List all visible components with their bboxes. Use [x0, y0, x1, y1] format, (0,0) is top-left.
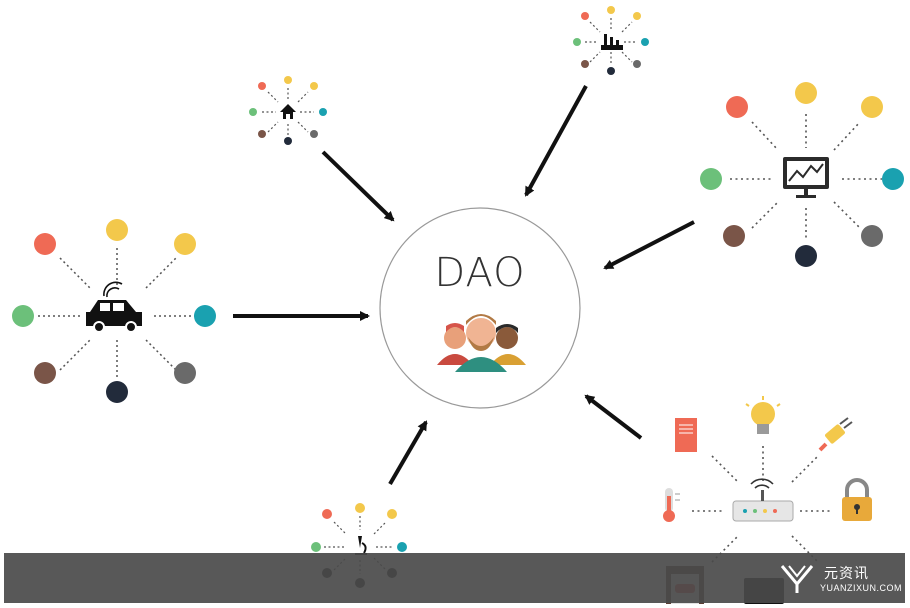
home-icon: [280, 104, 296, 119]
chart-monitor-icon: [783, 157, 829, 198]
factory-icon: [601, 34, 623, 50]
people-group-icon: [437, 314, 526, 372]
dao-label: DAO: [434, 250, 526, 296]
factory-cluster: [573, 6, 649, 75]
arrow-home-to-dao: [321, 150, 395, 222]
watermark-en-text: YUANZIXUN.COM: [820, 583, 903, 593]
arrow-monitor-to-dao: [603, 220, 695, 270]
connected-car-icon: [86, 281, 142, 333]
arrow-factory-to-dao: [524, 85, 588, 197]
watermark-cn-text: 元资讯: [824, 566, 869, 582]
arrow-lab-to-dao: [388, 420, 428, 486]
home-cluster: [249, 76, 327, 145]
padlock-icon: [842, 478, 872, 521]
arrow-iot-to-dao: [584, 394, 643, 440]
arrows: [233, 85, 695, 486]
door-icon: [675, 418, 697, 452]
dao-circle: [379, 207, 581, 409]
wifi-router-icon: [732, 478, 794, 522]
plug-icon: [818, 417, 853, 452]
thermometer-icon: [663, 488, 680, 522]
yuanzixun-logo-icon: [780, 565, 814, 593]
watermark: 元资讯 YUANZIXUN.COM: [780, 560, 906, 600]
bottom-overlay-bar: [4, 553, 905, 603]
monitor-cluster: [700, 82, 904, 267]
lightbulb-icon: [745, 396, 781, 434]
car-cluster: [12, 219, 216, 403]
